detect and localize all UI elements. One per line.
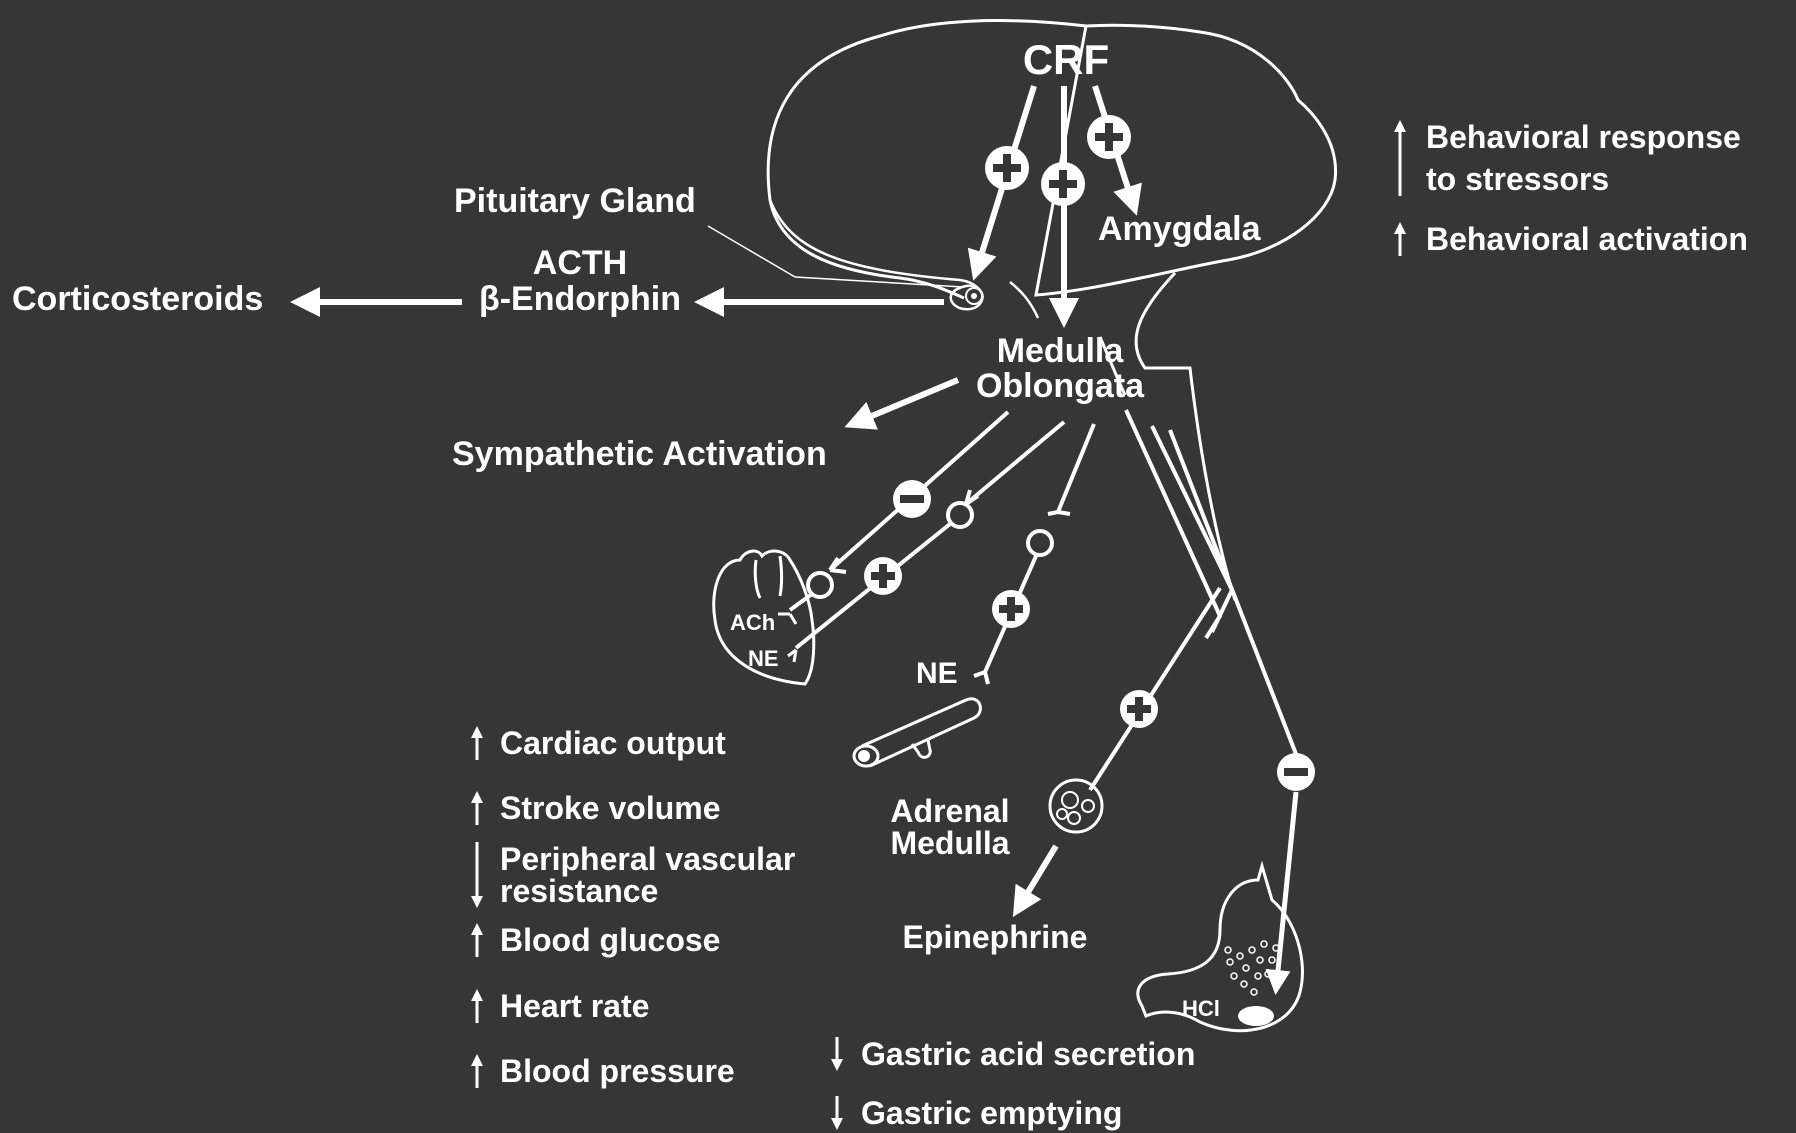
sympathetic-arrow (850, 380, 958, 425)
adrenal-gland-shape (1050, 780, 1102, 832)
gastric-inhibition-arrow (1276, 792, 1296, 990)
acth-label: ACTH (533, 244, 627, 282)
endorphin-label: β-Endorphin (479, 280, 681, 318)
cardio-effects-label: Heart rate (500, 988, 649, 1024)
cardio-effects-label: Stroke volume (500, 790, 721, 826)
adrenal-medulla-label: Medulla (890, 825, 1009, 861)
plus-circle-icon (1120, 690, 1158, 728)
down-arrow-icon (471, 842, 483, 908)
adrenal-to-epinephrine-arrow (1016, 846, 1056, 912)
up-arrow-icon (471, 1054, 483, 1088)
up-arrow-icon (1394, 222, 1406, 256)
up-arrow-icon (471, 923, 483, 957)
cardio-effects-label: Peripheral vascular (500, 841, 795, 877)
minus-circle-icon (893, 480, 931, 518)
behavior-effects-label: to stressors (1426, 161, 1609, 197)
pituitary-leader-line (708, 226, 795, 277)
behavior-effects: Behavioral response to stressorsBehaviora… (1394, 119, 1748, 257)
plus-circle-icon (985, 146, 1029, 190)
epinephrine-label: Epinephrine (903, 919, 1088, 955)
gastric-nerve-line (1170, 430, 1296, 754)
vessel-nerve-line (1058, 424, 1094, 512)
pituitary-gland-label: Pituitary Gland (454, 182, 696, 220)
plus-circle-icon (864, 557, 902, 595)
up-arrow-icon (471, 791, 483, 825)
blood-vessel-shape (862, 699, 980, 766)
plus-circle-icon (992, 590, 1030, 628)
amygdala-label: Amygdala (1098, 210, 1262, 248)
hcl-dots (1225, 941, 1279, 995)
down-arrow-icon (831, 1037, 843, 1071)
crf-label: CRF (1023, 36, 1109, 83)
gastric-effects-label: Gastric emptying (861, 1095, 1122, 1131)
up-arrow-icon (471, 726, 483, 760)
adrenal-label: Adrenal (890, 793, 1009, 829)
medulla-label: Medulla (997, 332, 1125, 370)
hcl-label: HCl (1182, 996, 1220, 1021)
cardio-effects-label: Cardiac output (500, 725, 726, 761)
cardio-effects-label: Blood glucose (500, 922, 720, 958)
plus-circle-icon (1041, 162, 1085, 206)
minus-circle-icon (1277, 753, 1315, 791)
ach-label: ACh (730, 610, 775, 635)
up-arrow-icon (471, 989, 483, 1023)
sympathetic-activation-label: Sympathetic Activation (452, 435, 827, 473)
adrenal-nerve-line (1090, 410, 1232, 790)
cardio-effects-label: resistance (500, 873, 658, 909)
plus-circle-icon (1087, 115, 1131, 159)
oblongata-label: Oblongata (976, 367, 1145, 405)
behavior-effects-label: Behavioral activation (1426, 221, 1748, 257)
down-arrow-icon (831, 1096, 843, 1130)
cardio-effects-label: Blood pressure (500, 1053, 735, 1089)
corticosteroids-label: Corticosteroids (12, 280, 263, 318)
up-arrow-icon (1394, 120, 1406, 196)
ne-vessel-label: NE (916, 657, 958, 690)
gastric-effects-label: Gastric acid secretion (861, 1036, 1195, 1072)
ne-heart-label: NE (748, 646, 779, 671)
behavior-effects-label: Behavioral response (1426, 119, 1741, 155)
